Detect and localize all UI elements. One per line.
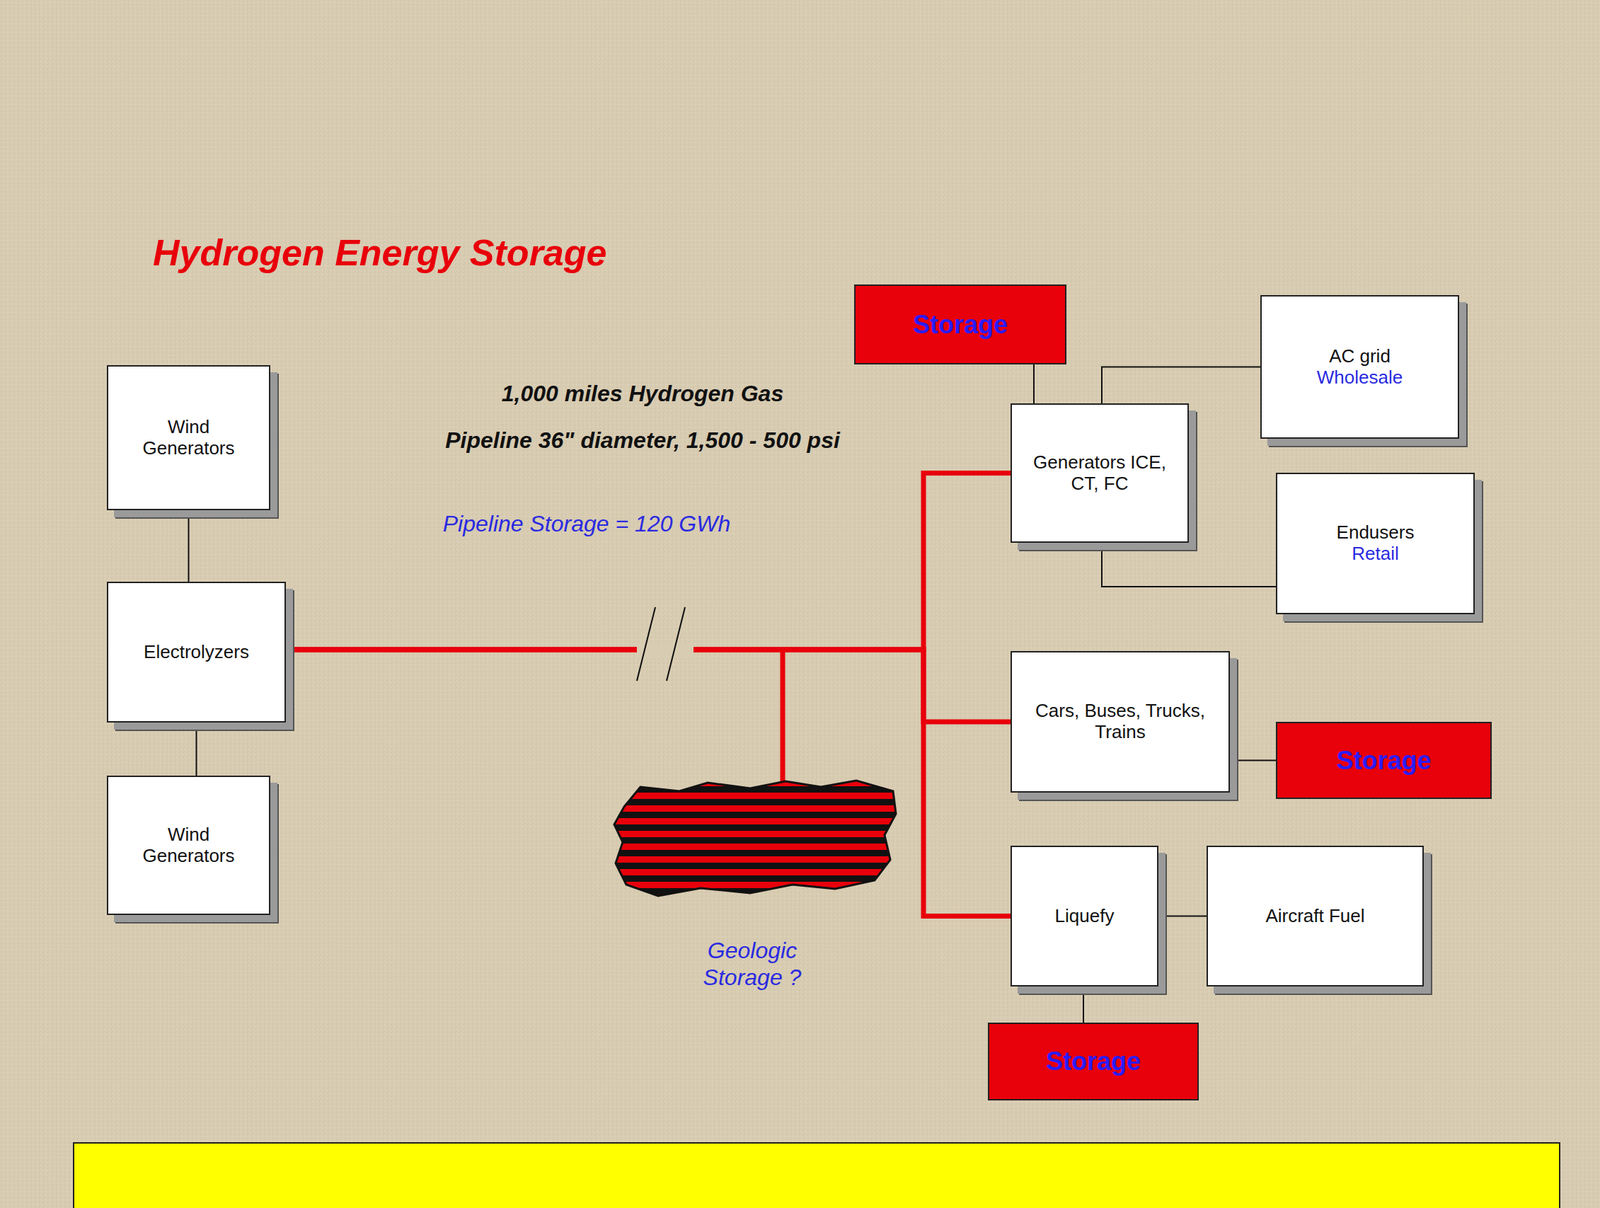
process-box: Liquefy bbox=[1010, 845, 1159, 987]
hydrogen-pipeline bbox=[285, 649, 1011, 917]
node-text: Storage bbox=[1336, 745, 1431, 775]
diagram-title: Hydrogen Energy Storage bbox=[152, 230, 607, 275]
node-text: Wind Generators bbox=[128, 416, 250, 460]
note-panel bbox=[73, 1142, 1560, 1208]
geologic-formation bbox=[614, 780, 896, 896]
node-text: Storage bbox=[912, 309, 1008, 339]
node-text: Endusers bbox=[1336, 522, 1415, 544]
connector-line bbox=[1101, 542, 1276, 587]
annotation-label: Pipeline 36" diameter, 1,500 - 500 psi bbox=[445, 426, 840, 454]
connector-line bbox=[1033, 364, 1035, 404]
node-text: AC grid bbox=[1328, 346, 1391, 368]
node-text: Aircraft Fuel bbox=[1265, 905, 1365, 928]
node-text: Wind Generators bbox=[128, 824, 250, 867]
process-box: Aircraft Fuel bbox=[1206, 845, 1424, 987]
process-box: Cars, Buses, Trucks, Trains bbox=[1010, 651, 1230, 793]
connector-line bbox=[1229, 760, 1276, 762]
annotation-label: 1,000 miles Hydrogen Gas bbox=[501, 380, 784, 407]
process-box: Wind Generators bbox=[106, 365, 271, 511]
geologic-feed bbox=[780, 649, 786, 787]
process-box: AC gridWholesale bbox=[1260, 295, 1460, 439]
connector-line bbox=[196, 722, 198, 776]
connector-line bbox=[1101, 367, 1261, 405]
connector-line bbox=[1158, 915, 1207, 918]
node-text: Liquefy bbox=[1055, 905, 1115, 928]
node-text: Retail bbox=[1351, 543, 1399, 565]
node-text: Storage bbox=[1045, 1046, 1141, 1076]
connector-line bbox=[1082, 986, 1085, 1023]
node-text: Electrolyzers bbox=[143, 641, 250, 664]
process-box: Generators ICE, CT, FC bbox=[1010, 403, 1189, 543]
node-text: Cars, Buses, Trucks, Trains bbox=[1035, 700, 1206, 744]
connector-line bbox=[188, 510, 190, 582]
process-box: Wind Generators bbox=[106, 775, 271, 915]
annotation-label: Geologic Storage ? bbox=[681, 936, 823, 992]
hydrogen-pipeline bbox=[285, 649, 1011, 722]
node-text: Wholesale bbox=[1316, 367, 1403, 389]
process-box: EndusersRetail bbox=[1275, 472, 1475, 615]
annotation-label: Pipeline Storage = 120 GWh bbox=[442, 510, 731, 538]
process-box: Electrolyzers bbox=[106, 581, 286, 723]
storage-box: Storage bbox=[987, 1022, 1199, 1101]
storage-box: Storage bbox=[854, 284, 1067, 365]
node-text: Generators ICE, CT, FC bbox=[1028, 452, 1171, 495]
storage-box: Storage bbox=[1275, 721, 1492, 799]
hydrogen-pipeline bbox=[285, 473, 1011, 651]
